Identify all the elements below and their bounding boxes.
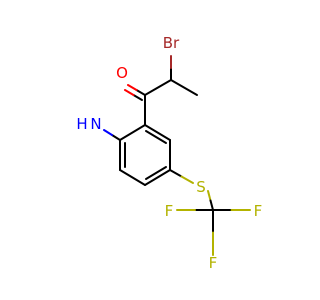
bond-ring-to-sulfur-a (169, 169, 183, 178)
sulfur-atom-label: S (196, 178, 206, 196)
fluorine-right-label: F (254, 202, 263, 220)
molecule-diagram: Br O H N S F F F (76, 34, 263, 272)
bond-ring-c4-c5 (144, 169, 171, 186)
oxygen-atom-label: O (116, 64, 128, 82)
bond-sulfur-to-cf3-a (207, 190, 212, 202)
bond-ring-to-sulfur-b (180, 175, 194, 184)
bond-ring-to-amino-b (103, 129, 113, 136)
fluorine-bottom-label: F (209, 254, 218, 272)
bond-carbonyl-double-2-a (132, 94, 143, 101)
structure-canvas: Br O H N S F F F (76, 34, 263, 272)
bond-ring-c4-c5-inner (145, 166, 167, 180)
amino-nitrogen-label: N (90, 115, 101, 133)
bond-ring-to-amino-a (111, 134, 121, 141)
bond-carbonyl-double-2-b (124, 89, 135, 96)
bromine-atom-label: Br (163, 34, 180, 52)
bond-carbonyl-double-1-b (127, 84, 138, 91)
bond-ring-c6-c1-inner (145, 130, 167, 144)
bond-carbonyl-double-1-a (135, 89, 146, 96)
bond-ring-c3-c4 (119, 169, 146, 186)
bond-alpha-to-methyl (170, 79, 198, 96)
bond-layer (103, 55, 251, 256)
fluorine-left-label: F (165, 202, 174, 220)
amino-hydrogen-label: H (76, 115, 87, 133)
bond-sulfur-to-cf3-b (209, 199, 214, 211)
bond-ring-c6-c1 (144, 124, 171, 141)
bond-carbonyl-to-alpha (144, 79, 172, 96)
bond-ring-c1-c2 (119, 124, 146, 141)
